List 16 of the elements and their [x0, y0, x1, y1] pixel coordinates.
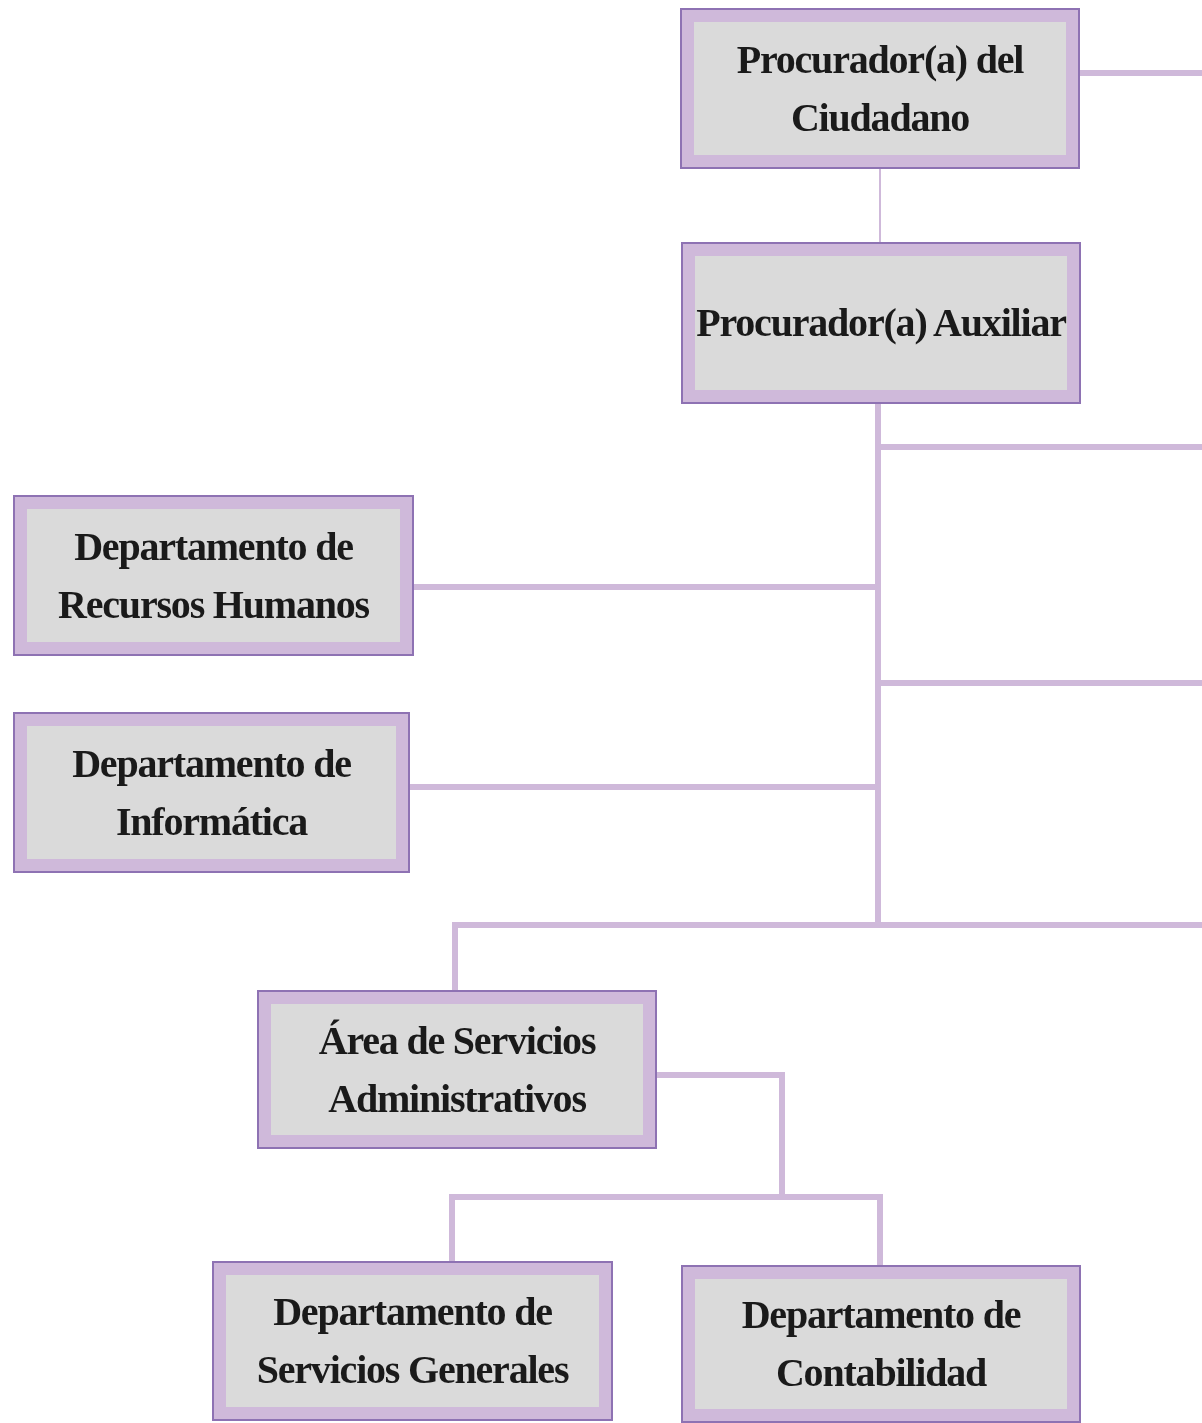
box-title: Departamento de Servicios Generales	[255, 1288, 570, 1394]
box-title: Procurador(a) del Ciudadano	[735, 35, 1025, 142]
org-box	[13, 712, 410, 873]
org-box	[13, 495, 414, 656]
box-title: Procurador(a) Auxiliar	[696, 299, 1066, 347]
org-box	[257, 990, 657, 1149]
box-title: Departamento de Recursos Humanos	[57, 522, 370, 629]
box-title: Departamento de Informática	[71, 739, 352, 846]
connector-line	[1080, 70, 1202, 76]
org-box	[212, 1261, 613, 1421]
org-box	[681, 242, 1081, 404]
org-box	[680, 8, 1080, 169]
org-box	[681, 1265, 1081, 1423]
box-title: Departamento de Contabilidad	[740, 1291, 1022, 1397]
box-title: Área de Servicios Administrativos	[317, 1016, 597, 1123]
connector-line	[879, 168, 881, 243]
